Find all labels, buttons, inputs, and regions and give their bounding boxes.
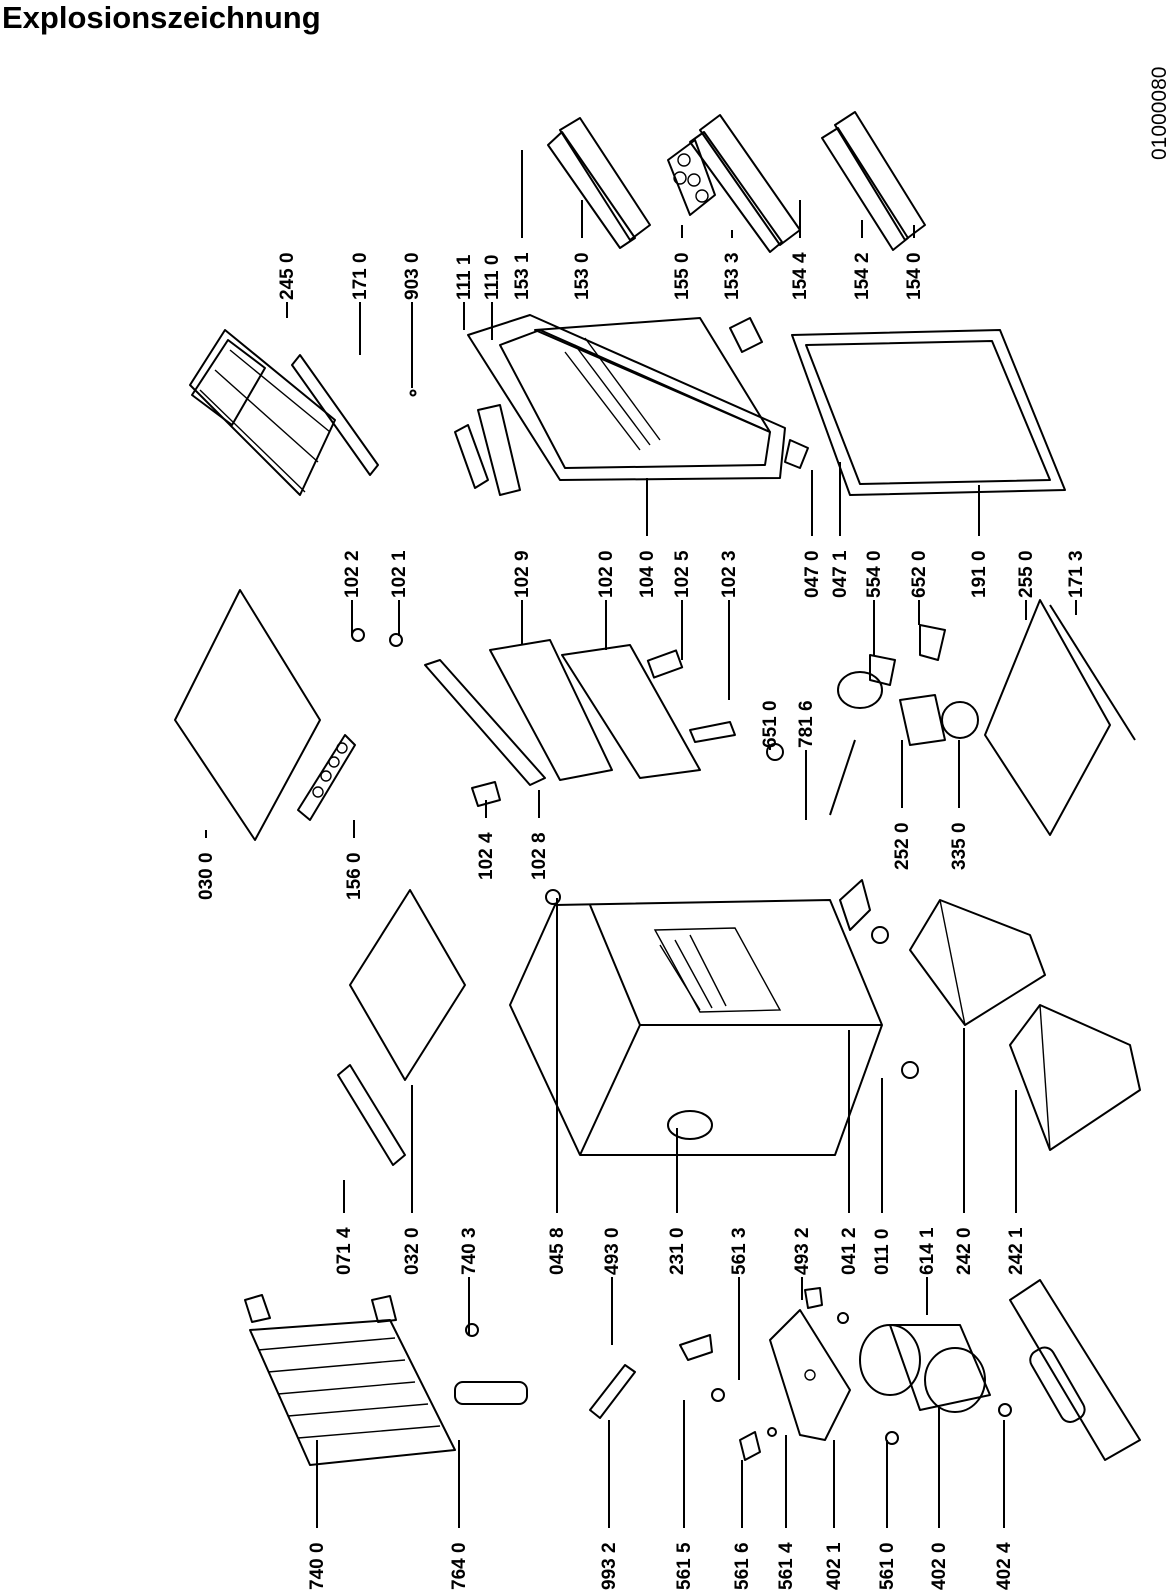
drier-part (454, 1323, 528, 1405)
part-label: 111 1 (454, 254, 475, 300)
part-label: 102 0 (596, 550, 617, 598)
compressor-bracket-part (769, 1309, 851, 1441)
door-gasket-part (791, 329, 1066, 496)
part-label: 171 3 (1066, 550, 1087, 598)
part-label: 171 0 (350, 252, 371, 300)
part-label: 155 0 (672, 252, 693, 300)
page-title: Explosionszeichnung (2, 0, 321, 35)
crisper-drawer-part (909, 899, 1141, 1151)
part-label: 781 6 (796, 700, 817, 748)
part-label: 740 3 (459, 1227, 480, 1275)
compressor-part (859, 1324, 991, 1413)
part-label: 032 0 (402, 1227, 423, 1275)
small-clip-part (351, 628, 501, 807)
capillary-part (589, 1334, 713, 1419)
part-label: 154 2 (852, 252, 873, 300)
hinge-bolt-part (545, 879, 919, 1079)
part-label: 102 2 (342, 550, 363, 598)
part-label: 402 0 (929, 1542, 950, 1590)
part-labels: 245 0 171 0 903 0 111 1 111 0 153 1 153 0 155 0… (196, 150, 1087, 1590)
part-label: 104 0 (637, 550, 658, 598)
hinge-part (729, 317, 809, 469)
crisper-glass-part (984, 599, 1136, 836)
door-part (467, 314, 786, 481)
part-label: 102 8 (529, 832, 550, 880)
part-label: 993 2 (599, 1542, 620, 1590)
condenser-part (244, 1294, 456, 1466)
part-label: 493 2 (792, 1227, 813, 1275)
part-label: 047 1 (830, 550, 851, 598)
door-bin-part (547, 111, 926, 253)
part-label: 252 0 (892, 822, 913, 870)
frame-rail-part (337, 889, 466, 1166)
part-label: 102 1 (389, 550, 410, 598)
part-label: 242 1 (1006, 1227, 1027, 1275)
shelf-rail-part (291, 354, 379, 476)
door-handle-part (454, 404, 521, 496)
screw-part (409, 389, 417, 397)
part-label: 153 3 (722, 252, 743, 300)
part-label: 561 0 (877, 1542, 898, 1590)
part-label: 255 0 (1016, 550, 1037, 598)
glass-shelf-part (174, 589, 321, 841)
part-label: 154 4 (790, 252, 811, 300)
part-label: 245 0 (277, 252, 298, 300)
part-label: 156 0 (344, 852, 365, 900)
part-label: 102 3 (719, 550, 740, 598)
part-label: 153 1 (512, 252, 533, 300)
part-label: 102 4 (476, 832, 497, 880)
thermostat-part (766, 624, 979, 816)
part-label: 561 3 (729, 1227, 750, 1275)
part-label: 047 0 (802, 550, 823, 598)
part-label: 335 0 (949, 822, 970, 870)
part-label: 561 6 (732, 1542, 753, 1590)
part-label: 102 9 (512, 550, 533, 598)
ice-tray-part (297, 734, 356, 821)
part-label: 651 0 (760, 700, 781, 748)
part-label: 561 4 (776, 1542, 797, 1590)
egg-tray-part (667, 139, 716, 216)
part-label: 102 5 (672, 550, 693, 598)
small-fitting-part (711, 1287, 1012, 1461)
part-label: 111 0 (482, 255, 503, 300)
part-label: 041 2 (839, 1227, 860, 1275)
freezer-compartment-part (424, 639, 736, 786)
part-label: 652 0 (909, 550, 930, 598)
part-label: 045 8 (547, 1227, 568, 1275)
part-label: 231 0 (667, 1227, 688, 1275)
part-label: 493 0 (602, 1227, 623, 1275)
part-label: 561 5 (674, 1542, 695, 1590)
part-label: 740 0 (307, 1542, 328, 1590)
part-label: 402 1 (824, 1542, 845, 1590)
part-label: 153 0 (572, 252, 593, 300)
cabinet-part (509, 899, 883, 1156)
part-label: 614 1 (917, 1227, 938, 1275)
part-label: 554 0 (864, 550, 885, 598)
part-label: 764 0 (449, 1542, 470, 1590)
part-label: 071 4 (334, 1227, 355, 1275)
base-plate-part (1009, 1279, 1141, 1461)
part-label: 191 0 (969, 550, 990, 598)
part-label: 154 0 (904, 252, 925, 300)
wire-shelf-part (189, 329, 336, 496)
part-label: 242 0 (954, 1227, 975, 1275)
part-label: 011 0 (872, 1229, 893, 1276)
part-label: 903 0 (402, 252, 423, 300)
part-label: 402 4 (994, 1542, 1015, 1590)
part-label: 030 0 (196, 852, 217, 900)
